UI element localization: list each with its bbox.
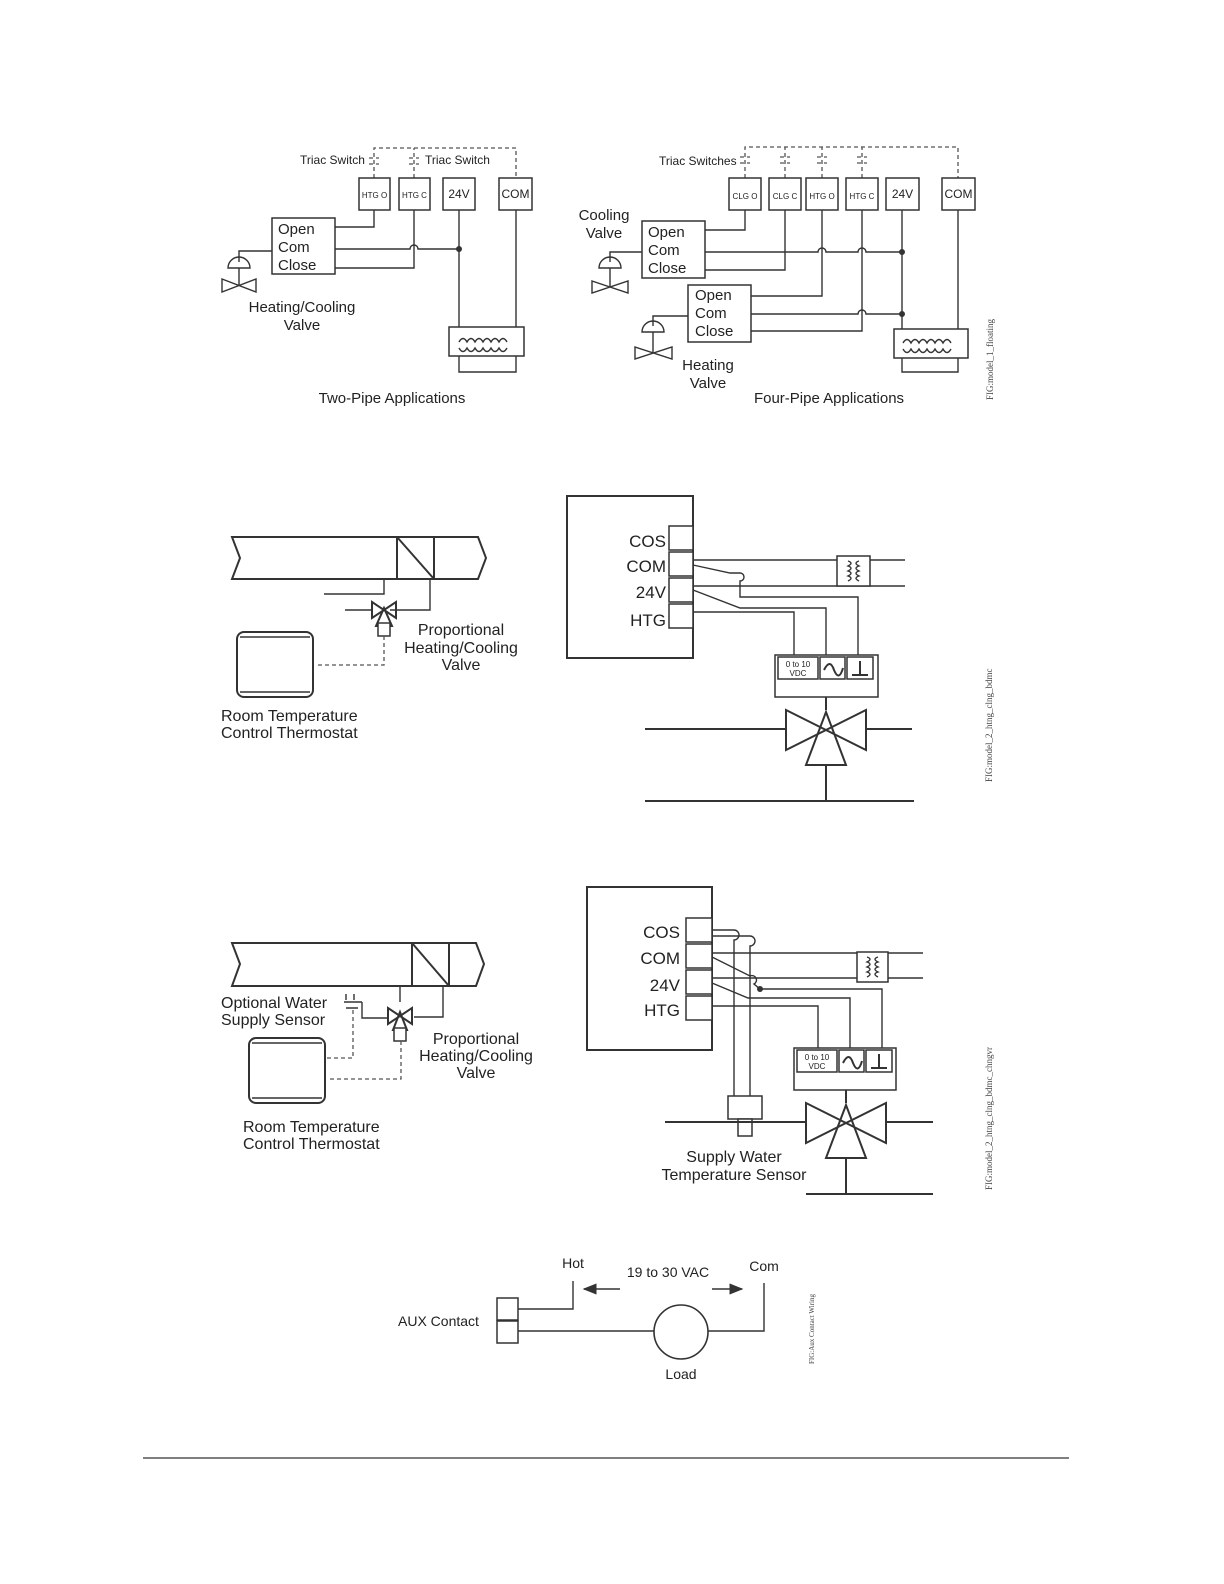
cooling-term-com: Com <box>648 242 680 259</box>
two-pipe-caption: Two-Pipe Applications <box>319 390 466 407</box>
terminal-com-2: COM <box>626 557 666 576</box>
terminal-24v-b: 24V <box>650 976 681 995</box>
proportional-valve-label-b2: Heating/Cooling <box>419 1048 533 1065</box>
four-pipe-diagram: Triac Switches CLG O CLG C HTG O HTG C 2… <box>579 146 995 407</box>
fig-id-4: FIG:Aux Contact Wiring <box>808 1294 816 1364</box>
proportional-valve-label-2: Heating/Cooling <box>404 640 518 657</box>
four-pipe-caption: Four-Pipe Applications <box>754 390 904 407</box>
cooling-term-open: Open <box>648 224 685 241</box>
terminal-com-b: COM <box>640 949 680 968</box>
terminal-htg-c: HTG C <box>402 191 427 200</box>
two-pipe-diagram: Triac Switch Triac Switch HTG O HTG C 24… <box>221 147 533 407</box>
thermostat-label-b2: Control Thermostat <box>243 1136 380 1153</box>
terminal-24v-2: 24V <box>636 583 667 602</box>
heating-valve-label: Heating <box>682 357 734 374</box>
actuator-label-2: VDC <box>790 669 807 678</box>
thermostat-label: Room Temperature <box>221 708 358 725</box>
supply-sensor-label-2: Supply Sensor <box>221 1012 326 1029</box>
terminal-clg-o: CLG O <box>733 192 758 201</box>
voltage-label: 19 to 30 VAC <box>627 1264 709 1280</box>
heating-cooling-valve-label-2: Valve <box>284 317 320 334</box>
heating-term-close: Close <box>695 323 733 340</box>
cooling-valve-label: Cooling <box>579 207 630 224</box>
proportional-valve-label-b3: Valve <box>457 1065 496 1082</box>
terminal-24v: 24V <box>448 187 469 201</box>
supply-water-sensor-label-2: Temperature Sensor <box>662 1167 808 1184</box>
com-label: Com <box>749 1258 779 1274</box>
aux-contact-diagram: Hot Com 19 to 30 VAC AUX Contact Load FI… <box>398 1255 816 1382</box>
thermostat-label-b: Room Temperature <box>243 1119 380 1136</box>
supply-sensor-label: Optional Water <box>221 995 328 1012</box>
proportional-valve-diagram: Proportional Heating/Cooling Valve Room … <box>221 495 994 802</box>
actuator-label-b: 0 to 10 <box>805 1053 830 1062</box>
heating-term-open: Open <box>695 287 732 304</box>
cooling-valve-label-2: Valve <box>586 225 622 242</box>
terminal-com: COM <box>502 187 530 201</box>
hot-label: Hot <box>562 1255 584 1271</box>
triac-switch-label-right: Triac Switch <box>425 153 490 167</box>
terminal-24v-4: 24V <box>892 187 913 201</box>
triac-switches-label: Triac Switches <box>659 154 737 168</box>
valve-term-com: Com <box>278 239 310 256</box>
heating-valve-label-2: Valve <box>690 375 726 392</box>
triac-switch-label-left: Triac Switch <box>300 153 365 167</box>
proportional-valve-label: Proportional <box>418 622 504 639</box>
heating-term-com: Com <box>695 305 727 322</box>
terminal-clg-c: CLG C <box>773 192 798 201</box>
terminal-htg-b: HTG <box>644 1001 680 1020</box>
valve-term-open: Open <box>278 221 315 238</box>
changeover-diagram: Optional Water Supply Sensor Proportiona… <box>221 886 994 1195</box>
proportional-valve-label-3: Valve <box>442 657 481 674</box>
heating-cooling-valve-label: Heating/Cooling <box>249 299 356 316</box>
supply-water-sensor-label: Supply Water <box>686 1149 782 1166</box>
fig-id-1: FIG:model_1_floating <box>985 319 995 400</box>
fig-id-2: FIG:model_2_htng_clng_bdmc <box>984 669 994 783</box>
actuator-label-b2: VDC <box>809 1062 826 1071</box>
fig-id-3: FIG:model_2_htng_clng_bdmc_chngvr <box>984 1047 994 1190</box>
terminal-htg-c-4: HTG C <box>850 192 875 201</box>
terminal-cos: COS <box>629 532 666 551</box>
terminal-cos-b: COS <box>643 923 680 942</box>
thermostat-label-2: Control Thermostat <box>221 725 358 742</box>
aux-contact-label: AUX Contact <box>398 1313 479 1329</box>
valve-term-close: Close <box>278 257 316 274</box>
cooling-term-close: Close <box>648 260 686 277</box>
terminal-htg: HTG <box>630 611 666 630</box>
terminal-htg-o: HTG O <box>362 191 387 200</box>
terminal-com-4: COM <box>945 187 973 201</box>
actuator-label: 0 to 10 <box>786 660 811 669</box>
load-label: Load <box>665 1366 696 1382</box>
proportional-valve-label-b: Proportional <box>433 1031 519 1048</box>
terminal-htg-o-4: HTG O <box>809 192 834 201</box>
